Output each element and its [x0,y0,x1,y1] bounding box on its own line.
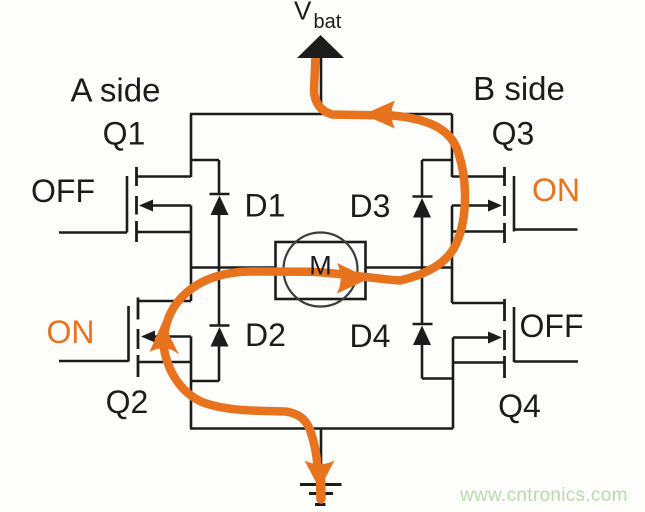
svg-text:D3: D3 [350,188,391,224]
svg-text:Q1: Q1 [103,116,146,152]
svg-text:bat: bat [314,11,342,33]
svg-text:OFF: OFF [520,308,584,344]
svg-text:V: V [294,0,312,26]
svg-text:www.cntronics.com: www.cntronics.com [459,485,628,506]
svg-text:D2: D2 [245,317,286,353]
svg-text:ON: ON [47,314,95,350]
svg-text:Q4: Q4 [498,388,541,424]
svg-text:Q3: Q3 [492,116,535,152]
svg-text:OFF: OFF [31,173,95,209]
svg-text:Q2: Q2 [106,384,149,420]
svg-text:M: M [309,251,332,281]
svg-text:D4: D4 [350,318,391,354]
svg-text:B side: B side [473,70,565,107]
svg-text:D1: D1 [245,188,286,224]
svg-text:ON: ON [532,172,580,208]
svg-text:A side: A side [71,72,161,109]
